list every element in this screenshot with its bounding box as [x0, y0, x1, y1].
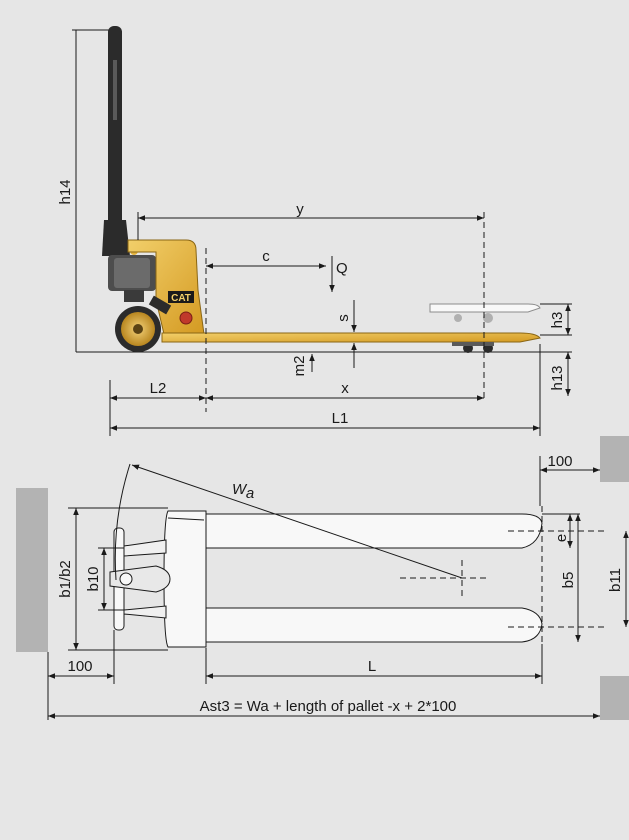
label-s: s [335, 314, 352, 322]
hydraulic-unit [108, 247, 156, 302]
label-L: L [368, 658, 376, 675]
pallet-block-left [16, 488, 48, 652]
label-clearance-right: 100 [547, 453, 572, 470]
label-b1b2: b1/b2 [57, 560, 74, 598]
label-L2: L2 [150, 380, 167, 397]
label-h3: h3 [549, 312, 566, 329]
fork-raised [429, 303, 541, 323]
brand-logo: CAT [171, 293, 191, 304]
label-y: y [296, 201, 304, 218]
label-b5: b5 [560, 572, 577, 589]
fork-lowered [161, 332, 541, 343]
truck-top [109, 510, 543, 648]
label-clearance-left: 100 [67, 658, 92, 675]
label-c: c [262, 248, 270, 265]
chassis: CAT [127, 239, 205, 335]
label-Wa: Wa [232, 481, 254, 502]
label-ast3-formula: Ast3 = Wa + length of pallet -x + 2*100 [200, 698, 457, 715]
label-b10: b10 [85, 566, 102, 591]
label-x: x [341, 380, 349, 397]
pallet-block-bottom-right [600, 676, 629, 720]
fork-lower [205, 607, 543, 643]
label-b11: b11 [607, 568, 624, 592]
tiller-handle [102, 26, 130, 256]
top-view: Wa 100 e b5 b11 b1/b2 b10 [16, 436, 629, 720]
label-L1: L1 [332, 410, 349, 427]
label-Q: Q [336, 260, 348, 277]
pallet-block-top-right [600, 436, 629, 482]
load-roller [452, 342, 494, 353]
steer-wheel [115, 306, 161, 352]
fork-upper [205, 513, 543, 549]
label-e: e [553, 534, 570, 542]
side-view: h14 CAT [57, 26, 572, 436]
label-m2: m2 [291, 356, 308, 377]
brand-badge [168, 291, 194, 303]
label-h14: h14 [57, 179, 74, 204]
label-h13: h13 [549, 365, 566, 390]
